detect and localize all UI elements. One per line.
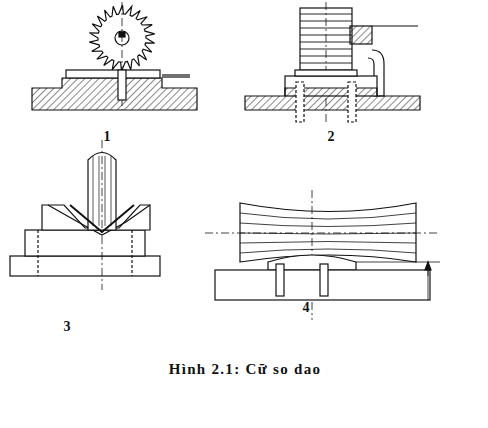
figure-number: 3 bbox=[64, 319, 71, 334]
figure-number: 1 bbox=[104, 129, 111, 144]
figure-caption: Hình 2.1: Cữ so dao bbox=[169, 361, 321, 378]
figure-2 bbox=[245, 2, 420, 125]
figure-1 bbox=[32, 2, 197, 110]
figure-4 bbox=[205, 190, 440, 320]
figure-3 bbox=[10, 140, 160, 290]
figure-number: 4 bbox=[303, 300, 310, 315]
figure-number: 2 bbox=[328, 129, 335, 144]
